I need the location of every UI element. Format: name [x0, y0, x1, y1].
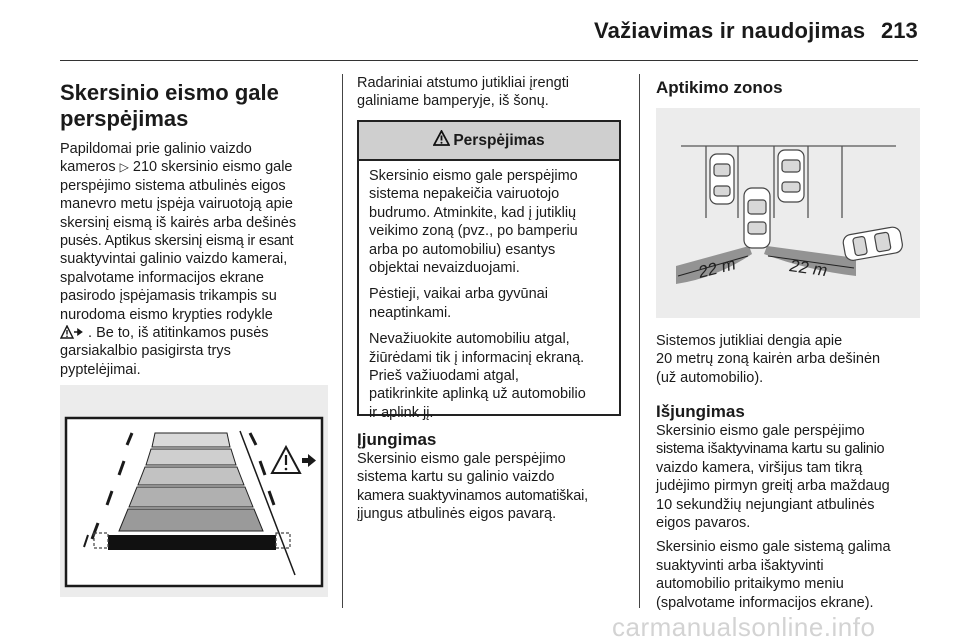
column-divider-2 — [639, 74, 640, 608]
rear-camera-display-figure — [60, 385, 328, 597]
rear-camera-display-illustration — [64, 416, 324, 588]
warning-header: Perspėjimas — [359, 122, 619, 161]
watermark: carmanualsonline.info — [612, 612, 876, 642]
warning-title: Perspėjimas — [453, 131, 545, 149]
activation-heading: Įjungimas — [357, 430, 437, 449]
cross-traffic-warning-icon — [270, 444, 316, 474]
page-number: 213 — [881, 18, 918, 43]
column-2: Radariniai atstumo jutikliai įrengti gal… — [357, 75, 569, 110]
column-1: Skersinio eismo gale perspėjimas Papildo… — [59, 74, 328, 379]
header-rule — [60, 60, 918, 61]
warning-box: Perspėjimas Skersinio eismo gale perspėj… — [357, 120, 621, 421]
detection-zones-heading: Aptikimo zonos — [656, 78, 783, 97]
running-header-title: Važiavimas ir naudojimas — [594, 18, 866, 43]
warning-triangle-arrow-icon — [59, 324, 88, 341]
detection-zones-figure: 22 m 22 m — [656, 108, 920, 318]
deactivation-section: Išjungimas Skersinio eismo gale perspėji… — [656, 402, 920, 612]
warning-body: Skersinio eismo gale perspėjimo sistema … — [369, 168, 586, 421]
cross-reference-arrow-icon[interactable]: ▷ — [119, 160, 129, 175]
detection-zones-caption: Sistemos jutikliai dengia apie 20 metrų … — [656, 333, 881, 386]
activation-section: Įjungimas Skersinio eismo gale perspėjim… — [357, 430, 625, 524]
column-3: Aptikimo zonos — [656, 74, 920, 98]
right-zone-distance-label: 22 m — [787, 256, 828, 280]
deactivation-heading: Išjungimas — [656, 402, 745, 421]
detection-zones-illustration: 22 m 22 m — [676, 145, 903, 284]
intro-paragraph: Papildomai prie galinio vaizdo kameros ▷… — [59, 141, 297, 378]
section-title: Skersinio eismo gale perspėjimas — [60, 80, 279, 131]
warning-triangle-icon — [432, 129, 451, 151]
column-divider-1 — [342, 74, 343, 608]
left-zone-distance-label: 22 m — [695, 254, 737, 282]
